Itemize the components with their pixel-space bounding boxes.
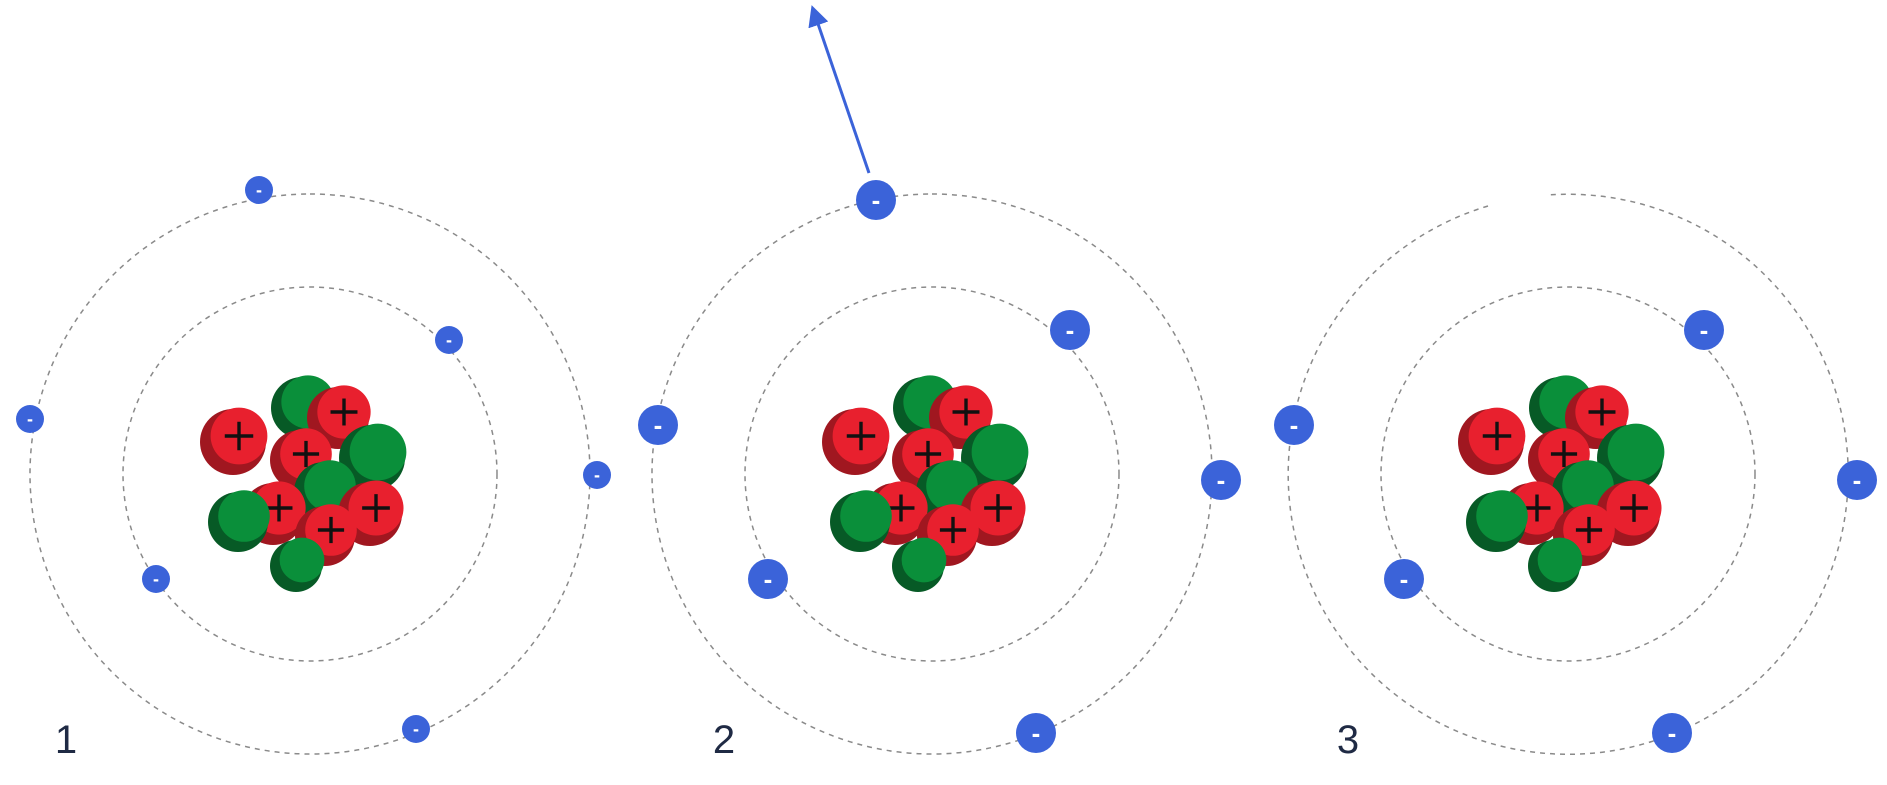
electron-sign: - [413, 719, 419, 739]
electron-sign: - [1700, 315, 1709, 345]
atom-1: - - - - - - 1 [16, 176, 611, 762]
electron-sign: - [594, 465, 600, 485]
electrons: - - - - - - [638, 180, 1241, 753]
electron-icon: - [1837, 460, 1877, 500]
inner-orbit [122, 286, 498, 662]
inner-orbit [744, 286, 1120, 662]
atom-label: 2 [713, 718, 735, 762]
proton-icon [1553, 504, 1615, 566]
atom-2: - - - - - - 2 [638, 5, 1241, 762]
neutron-icon [892, 537, 947, 592]
neutron-icon [830, 490, 892, 552]
neutron-icon [1597, 423, 1665, 491]
neutron-icon [1466, 490, 1528, 552]
electron-icon: - [245, 176, 273, 204]
neutron-icon [270, 537, 325, 592]
electron-sign: - [1400, 564, 1409, 594]
nucleus [200, 375, 407, 592]
neutron-icon [1528, 537, 1583, 592]
electron-icon: - [1384, 559, 1424, 599]
electron-icon: - [1274, 405, 1314, 445]
electron-icon: - [583, 461, 611, 489]
atom-label: 1 [55, 718, 77, 762]
outer-orbit [651, 193, 1213, 755]
electrons: - - - - - - [16, 176, 611, 743]
electron-icon: - [402, 715, 430, 743]
proton-icon [1458, 407, 1526, 475]
atom-label: 3 [1337, 718, 1359, 762]
electron-sign: - [153, 569, 159, 589]
electron-sign: - [1066, 315, 1075, 345]
neutron-icon [339, 423, 407, 491]
electron-sign: - [764, 564, 773, 594]
nucleus [822, 375, 1029, 592]
electron-icon: - [16, 405, 44, 433]
electron-icon: - [142, 565, 170, 593]
proton-icon [822, 407, 890, 475]
electron-icon: - [435, 326, 463, 354]
electron-icon: - [638, 405, 678, 445]
electron-sign: - [1032, 718, 1041, 748]
electron-sign: - [1853, 465, 1862, 495]
electron-icon: - [1201, 460, 1241, 500]
ejection-arrow [808, 5, 871, 174]
atom-3: - - - - - 3 [1274, 193, 1877, 762]
proton-icon [200, 407, 268, 475]
electron-icon: - [1652, 713, 1692, 753]
electron-icon: - [856, 180, 896, 220]
electron-sign: - [654, 410, 663, 440]
electron-sign: - [1668, 718, 1677, 748]
electron-icon: - [748, 559, 788, 599]
electron-sign: - [446, 330, 452, 350]
electrons: - - - - - [1274, 310, 1877, 753]
electron-icon: - [1684, 310, 1724, 350]
electron-icon: - [1050, 310, 1090, 350]
neutron-icon [961, 423, 1029, 491]
electron-sign: - [27, 409, 33, 429]
inner-orbit [1380, 286, 1756, 662]
neutron-icon [208, 490, 270, 552]
electron-sign: - [1217, 465, 1226, 495]
electron-sign: - [1290, 410, 1299, 440]
electron-icon: - [1016, 713, 1056, 753]
proton-icon [338, 480, 404, 546]
electron-sign: - [872, 185, 881, 215]
electron-sign: - [256, 180, 262, 200]
nucleus [1458, 375, 1665, 592]
outer-orbit [1287, 193, 1849, 755]
outer-orbit [29, 193, 591, 755]
